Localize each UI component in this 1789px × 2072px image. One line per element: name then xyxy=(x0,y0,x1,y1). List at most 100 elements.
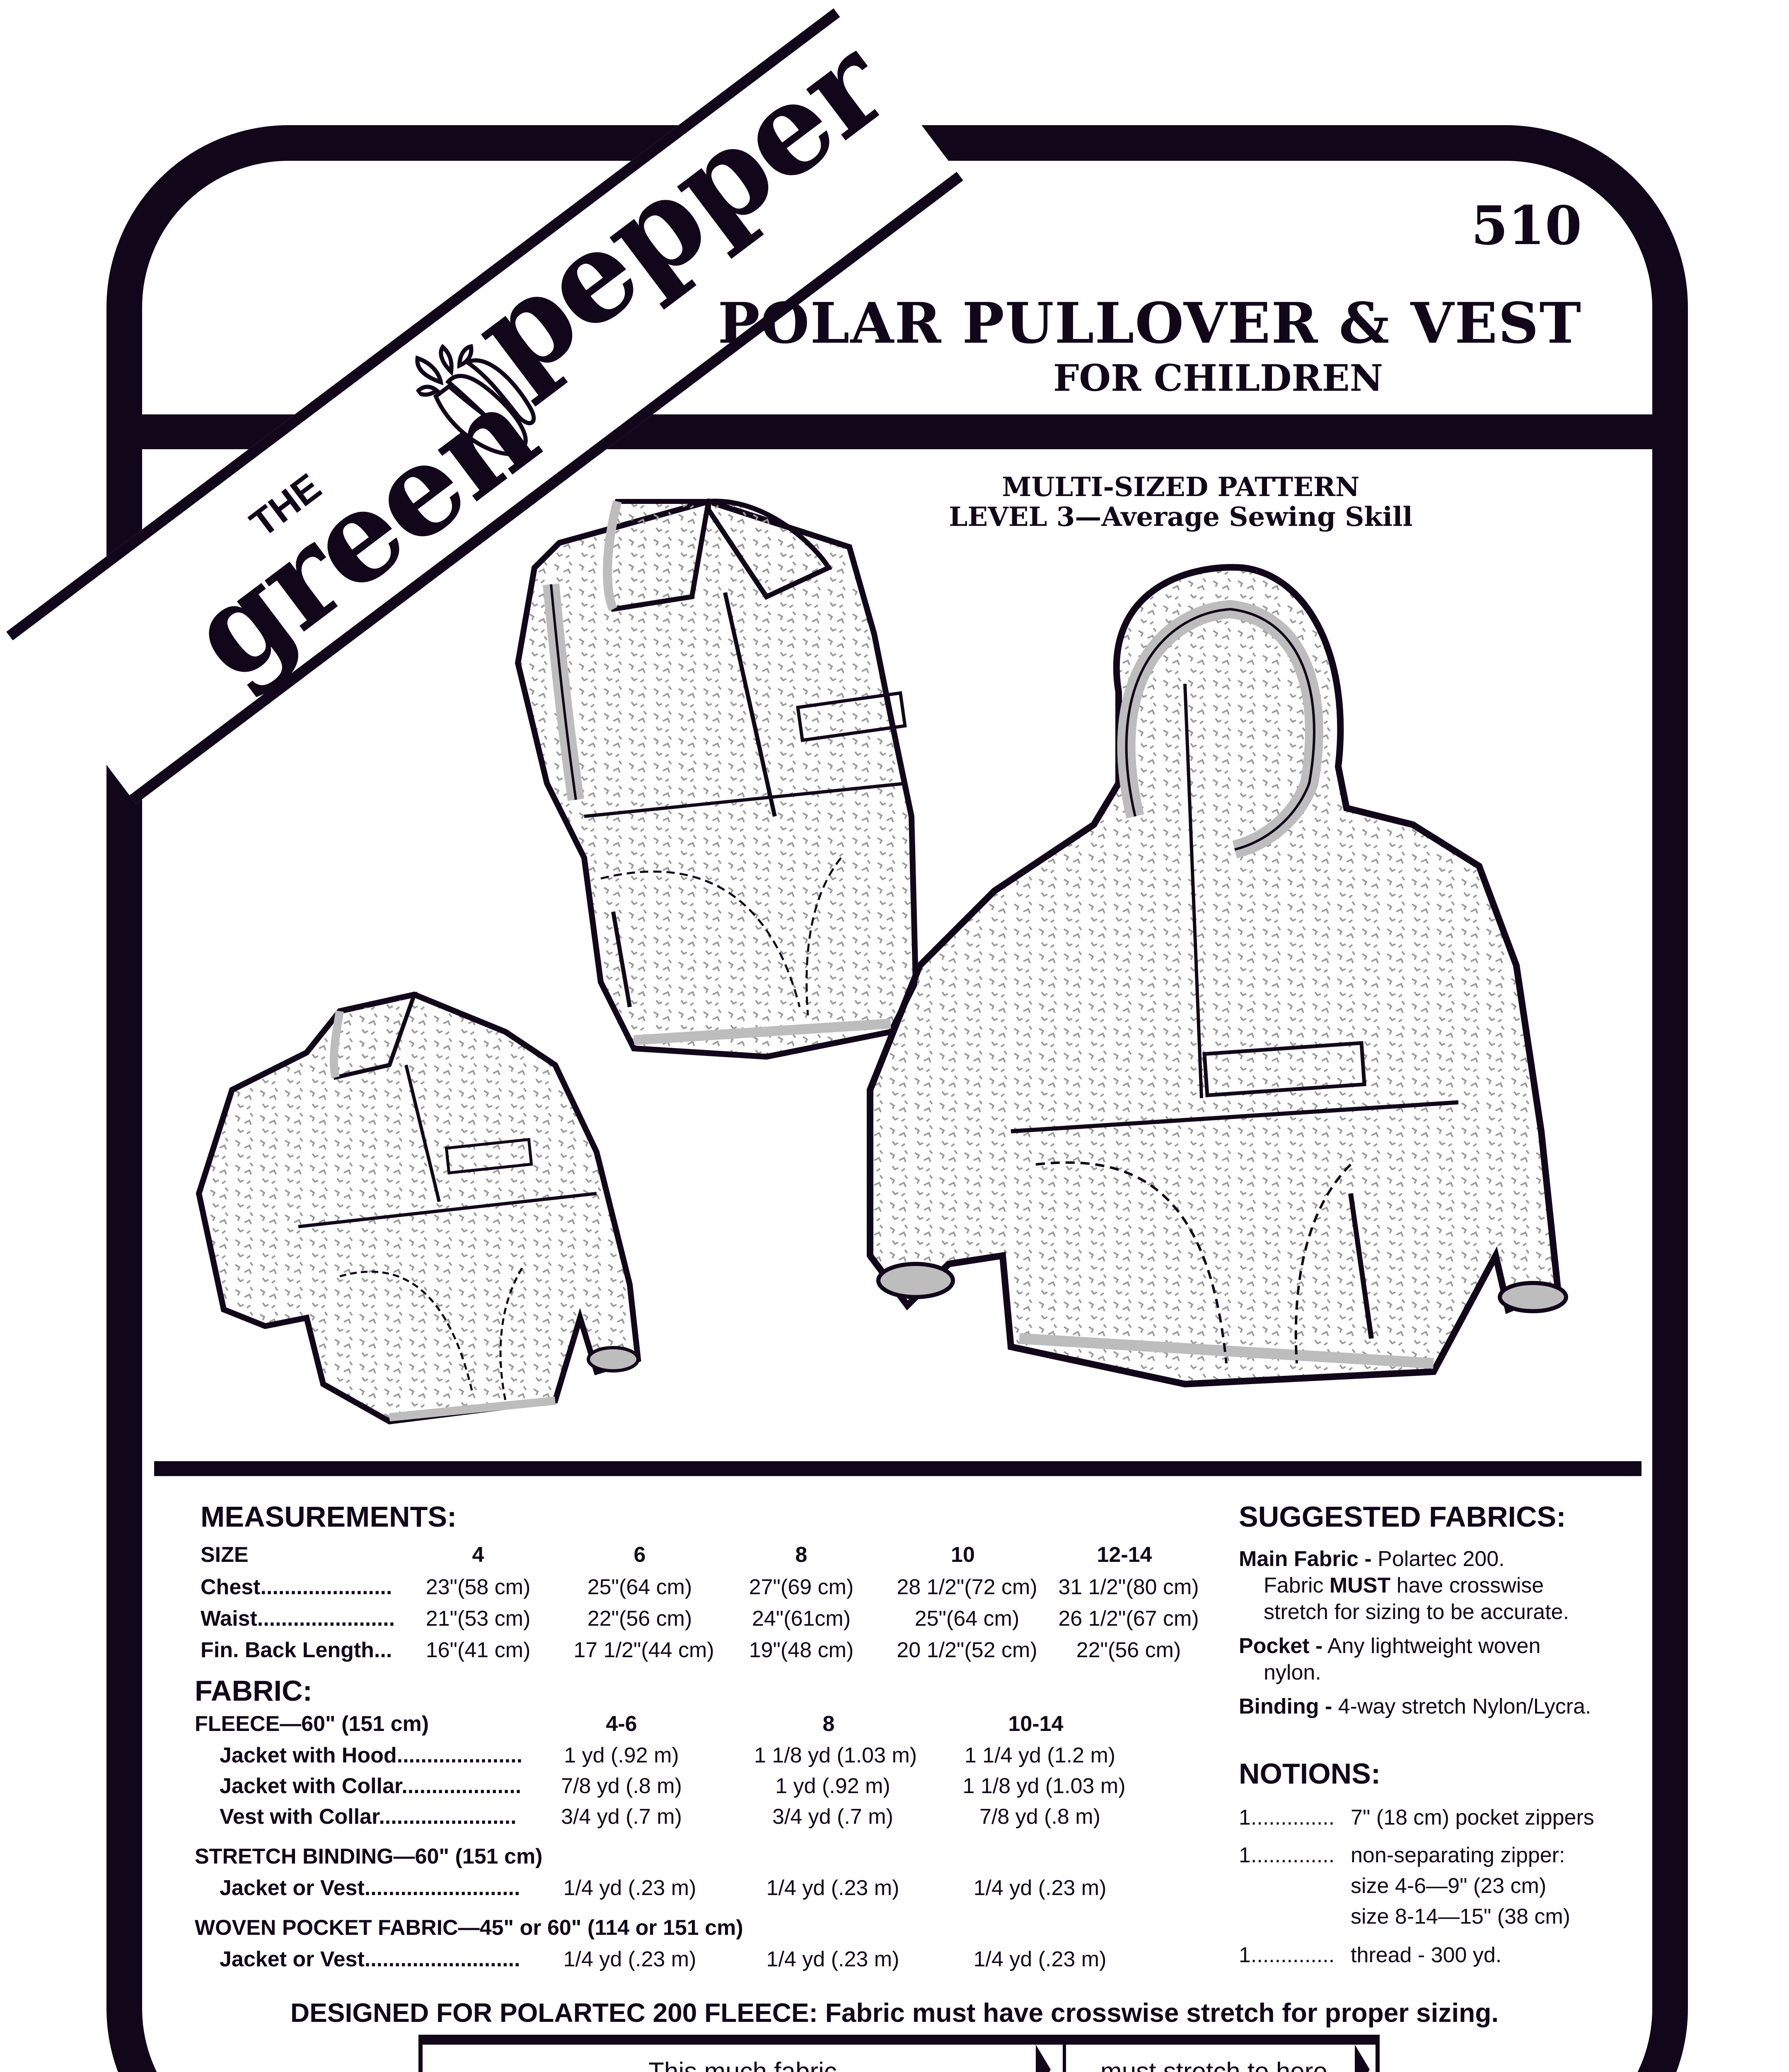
value-cell: 21"(53 cm) xyxy=(425,1607,531,1631)
logo-banner: THE green pepper xyxy=(6,8,963,804)
notions-heading: NOTIONS: xyxy=(1239,1757,1381,1790)
pocket-text: Any lightweight woven xyxy=(1322,1634,1541,1658)
value-cell: 23"(58 cm) xyxy=(425,1575,531,1599)
value-cell: 31 1/2"(80 cm) xyxy=(1058,1575,1199,1599)
notion-sub: size 8-14—15" (38 cm) xyxy=(1351,1905,1570,1929)
jacket-collar-illustration xyxy=(196,991,641,1425)
fabric-row: Jacket with Hood..................... 1 … xyxy=(220,1743,1255,1768)
must-emphasis: MUST xyxy=(1329,1573,1391,1598)
value-cell: 1 yd (.92 m) xyxy=(564,1743,679,1767)
stretch-gauge-left: This much fabric xyxy=(648,2057,837,2072)
notion-qty: 1.............. xyxy=(1239,1806,1335,1830)
pattern-number: 510 xyxy=(1471,195,1582,257)
main-fabric-label: Main Fabric - xyxy=(1239,1547,1372,1571)
value-cell: 1/4 yd (.23 m) xyxy=(973,1947,1107,1971)
value-cell: 26 1/2"(67 cm) xyxy=(1058,1607,1199,1631)
size-col: 10 xyxy=(951,1543,975,1567)
row-label: Jacket with Collar.................... xyxy=(220,1774,522,1798)
notion-item: 1.............. 7" (18 cm) pocket zipper… xyxy=(1239,1805,1594,1830)
pepper-icon xyxy=(414,344,536,456)
notion-text: 7" (18 cm) pocket zippers xyxy=(1351,1806,1594,1830)
value-cell: 1 yd (.92 m) xyxy=(775,1774,890,1798)
arrow-right-icon xyxy=(1036,2045,1051,2072)
row-label: Jacket or Vest.......................... xyxy=(220,1947,520,1971)
notion-qty: 1.............. xyxy=(1239,1943,1335,1967)
measurement-row-chest: Chest...................... 23"(58 cm) 2… xyxy=(201,1575,1236,1600)
measurement-row-back-length: Fin. Back Length... 16"(41 cm) 17 1/2"(4… xyxy=(201,1638,1236,1663)
value-cell: 22"(56 cm) xyxy=(587,1607,692,1631)
group-title: STRETCH BINDING—60" (151 cm) xyxy=(195,1844,543,1869)
notion-text: non-separating zipper: xyxy=(1351,1843,1565,1867)
fabric-row: Jacket with Collar.................... 7… xyxy=(220,1774,1255,1798)
multi-sized-label: MULTI-SIZED PATTERN xyxy=(1002,472,1360,503)
notion-sub: size 4-6—9" (23 cm) xyxy=(1351,1874,1547,1898)
size-col: 8 xyxy=(795,1543,807,1567)
pattern-title: POLAR PULLOVER & VEST xyxy=(718,290,1582,356)
value-cell: 1 1/4 yd (1.2 m) xyxy=(964,1743,1116,1767)
size-col: 8 xyxy=(822,1712,835,1736)
pocket-cont: nylon. xyxy=(1264,1661,1321,1685)
value-cell: 22"(56 cm) xyxy=(1076,1638,1181,1662)
size-col: 10-14 xyxy=(1008,1712,1064,1736)
pattern-info: MULTI-SIZED PATTERN LEVEL 3—Average Sewi… xyxy=(920,472,1442,532)
value-cell: 19"(48 cm) xyxy=(749,1638,854,1662)
value-cell: 7/8 yd (.8 m) xyxy=(979,1805,1100,1829)
value-cell: 1 1/8 yd (1.03 m) xyxy=(754,1743,917,1767)
row-label: Fin. Back Length... xyxy=(201,1638,392,1662)
size-col: 12-14 xyxy=(1097,1543,1152,1567)
value-cell: 17 1/2"(44 cm) xyxy=(573,1638,714,1662)
row-label: Jacket with Hood..................... xyxy=(220,1743,523,1767)
main-fabric-cont: Fabric xyxy=(1264,1573,1330,1598)
suggested-fabrics-heading: SUGGESTED FABRICS: xyxy=(1239,1501,1566,1533)
main-fabric-cont: have crosswise xyxy=(1390,1573,1544,1598)
fabric-row: Jacket or Vest..........................… xyxy=(220,1947,1255,1972)
fabric-row: Jacket or Vest..........................… xyxy=(220,1876,1255,1900)
suggested-main-fabric: Main Fabric - Polartec 200. Fabric MUST … xyxy=(1239,1546,1569,1625)
value-cell: 24"(61cm) xyxy=(752,1607,851,1631)
section-divider xyxy=(154,1461,1642,1476)
designed-for-note: DESIGNED FOR POLARTEC 200 FLEECE: Fabric… xyxy=(290,1998,1499,2028)
value-cell: 1/4 yd (.23 m) xyxy=(563,1876,696,1900)
size-col: 4 xyxy=(472,1543,484,1567)
suggested-pocket: Pocket - Any lightweight woven nylon. xyxy=(1239,1633,1540,1686)
measurements-heading: MEASUREMENTS: xyxy=(201,1501,457,1533)
value-cell: 3/4 yd (.7 m) xyxy=(772,1805,893,1829)
main-fabric-cont2: stretch for sizing to be accurate. xyxy=(1264,1600,1569,1624)
value-cell: 3/4 yd (.7 m) xyxy=(561,1805,682,1829)
skill-level-label: LEVEL 3—Average Sewing Skill xyxy=(949,501,1413,533)
row-label: Jacket or Vest.......................... xyxy=(220,1876,520,1900)
binding-label: Binding - xyxy=(1239,1694,1332,1719)
fabric-heading: FABRIC: xyxy=(195,1675,312,1707)
row-label: Chest...................... xyxy=(201,1575,392,1599)
fleece-header-row: FLEECE—60" (151 cm) 4-6 8 10-14 xyxy=(195,1711,1231,1736)
main-fabric-text: Polartec 200. xyxy=(1371,1547,1505,1571)
size-label: SIZE xyxy=(201,1543,249,1567)
value-cell: 1/4 yd (.23 m) xyxy=(563,1947,696,1971)
size-header-row: SIZE 4 6 8 10 12-14 xyxy=(201,1542,1236,1567)
value-cell: 28 1/2"(72 cm) xyxy=(897,1575,1037,1599)
pocket-fabric-header-row: WOVEN POCKET FABRIC—45" or 60" (114 or 1… xyxy=(195,1915,1231,1940)
group-title: WOVEN POCKET FABRIC—45" or 60" (114 or 1… xyxy=(195,1916,743,1940)
arrow-right-icon xyxy=(1355,2045,1370,2072)
fabric-row: Vest with Collar....................... … xyxy=(220,1804,1255,1829)
notion-qty: 1.............. xyxy=(1239,1843,1335,1867)
jacket-hood-illustration xyxy=(867,564,1568,1388)
stretch-gauge: This much fabric must stretch to here xyxy=(418,2035,1380,2072)
value-cell: 25"(64 cm) xyxy=(587,1575,692,1599)
notion-text: thread - 300 yd. xyxy=(1351,1943,1502,1967)
row-label: Vest with Collar....................... xyxy=(220,1805,517,1829)
measurement-row-waist: Waist....................... 21"(53 cm) … xyxy=(201,1606,1236,1631)
value-cell: 20 1/2"(52 cm) xyxy=(897,1638,1037,1662)
row-label: Waist....................... xyxy=(201,1607,395,1631)
value-cell: 1/4 yd (.23 m) xyxy=(973,1876,1107,1900)
value-cell: 7/8 yd (.8 m) xyxy=(561,1774,682,1798)
stretch-gauge-divider xyxy=(1063,2045,1066,2072)
value-cell: 1/4 yd (.23 m) xyxy=(766,1876,899,1900)
value-cell: 27"(69 cm) xyxy=(749,1575,854,1599)
group-title: FLEECE—60" (151 cm) xyxy=(195,1712,429,1736)
notion-item: 1.............. non-separating zipper: s… xyxy=(1239,1840,1570,1929)
binding-header-row: STRETCH BINDING—60" (151 cm) xyxy=(195,1844,1231,1869)
pocket-label: Pocket - xyxy=(1239,1634,1323,1658)
pattern-subtitle: FOR CHILDREN xyxy=(1053,356,1383,399)
suggested-binding: Binding - 4-way stretch Nylon/Lycra. xyxy=(1239,1693,1591,1720)
